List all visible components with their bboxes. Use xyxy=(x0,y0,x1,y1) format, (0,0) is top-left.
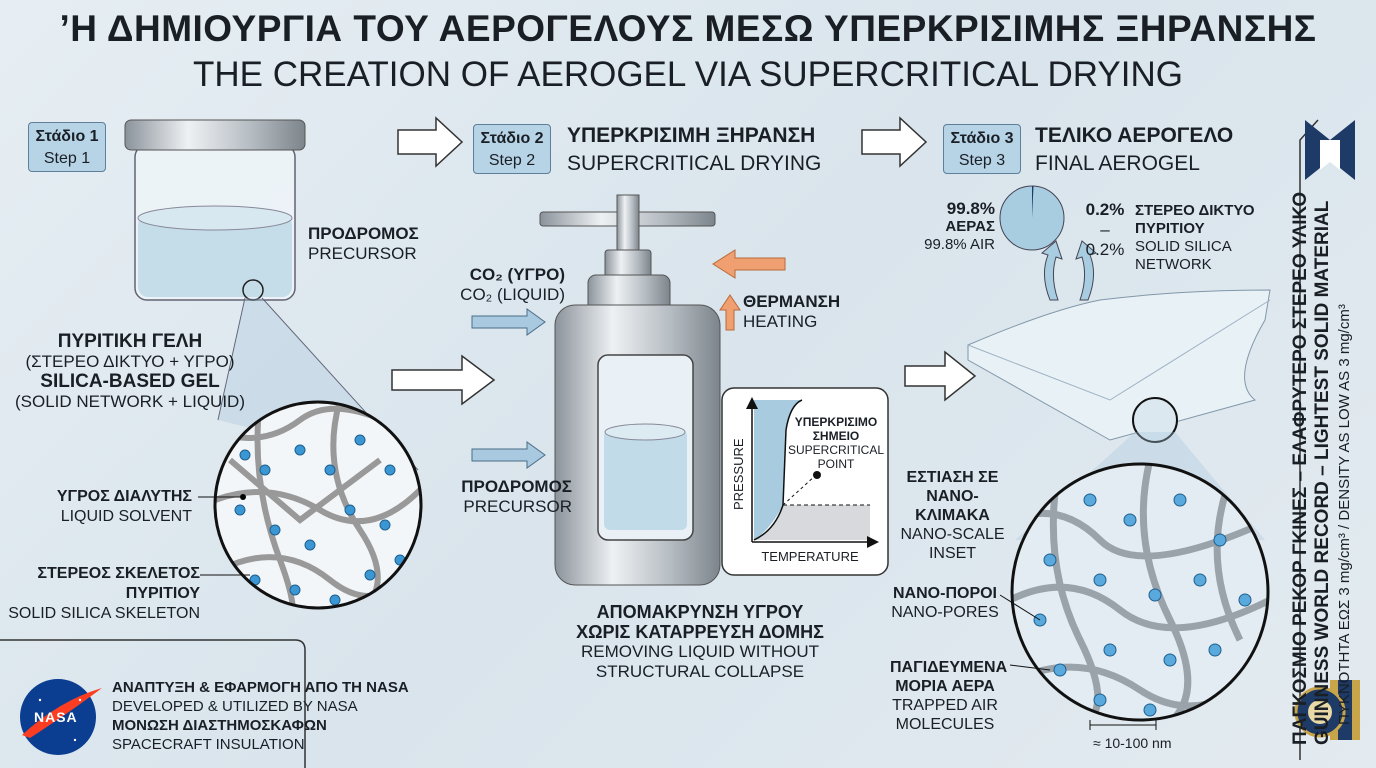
nano-scale-magnified-circle xyxy=(999,462,1270,730)
removing-liquid-label: ΑΠΟΜΑΚΡΥΝΣΗ ΥΓΡΟΥ ΧΩΡΙΣ ΚΑΤΑΡΡΕΥΣΗ ΔΟΜΗΣ… xyxy=(576,602,824,681)
input-arrow-icon xyxy=(471,308,546,469)
nasa-logo-text: NASA xyxy=(34,709,78,725)
up-arrow-icon xyxy=(1041,240,1097,301)
silica-gel-label: ΠΥΡΙΤΙΚΗ ΓΕΛΗ (ΣΤΕΡΕΟ ΔΙΚΤΥΟ + ΥΓΡΟ) SIL… xyxy=(15,331,245,412)
temperature-axis-label: TEMPERATURE xyxy=(761,549,859,564)
ribbon-icon xyxy=(1305,120,1355,180)
nasa-panel xyxy=(0,639,306,768)
title-greek: ʼΗ ΔΗΜΙΟΥΡΓΙΑ ΤΟΥ ΑΕΡΟΓΕΛΟΥΣ ΜΕΣΩ ΥΠΕΡΚΡ… xyxy=(59,8,1317,49)
heat-arrow-icon xyxy=(712,249,786,331)
nasa-info: ΑΝΑΠΤΥΞΗ & ΕΦΑΡΜΟΓΗ ΑΠΟ ΤΗ NASA DEVELOPE… xyxy=(112,679,409,753)
guinness-record-text: ΠΑΓΚΟΣΜΙΟ ΡΕΚΟΡ ΓΚΙΝΕΣ – ΕΛΑΦΡΥΤΕΡΟ ΣΤΕΡ… xyxy=(1290,191,1353,745)
co2-label: CO₂ (ΥΓΡΟ)CO₂ (LIQUID) xyxy=(460,265,565,304)
nasa-logo xyxy=(20,679,102,755)
solid-percent-value: 0.2%–0.2% xyxy=(1085,200,1125,259)
supercritical-point-label: ΥΠΕΡΚΡΙΣΙΜΟ ΣΗΜΕΙΟ SUPERCRITICAL POINT xyxy=(788,415,885,471)
phase-diagram xyxy=(721,387,889,576)
silica-gel-magnified-circle xyxy=(198,400,423,610)
pressure-axis-label: PRESSURE xyxy=(731,438,746,510)
guinness-medal-icon xyxy=(1294,680,1360,740)
aerogel-block xyxy=(967,289,1271,443)
title-english: THE CREATION OF AEROGEL VIA SUPERCRITICA… xyxy=(193,55,1183,94)
composition-pie-chart xyxy=(999,185,1065,251)
precursor-jar xyxy=(124,119,306,301)
flow-arrow-icon xyxy=(391,116,977,406)
supercritical-vessel xyxy=(539,194,721,586)
scale-bar-label: ≈ 10-100 nm xyxy=(1093,735,1172,751)
